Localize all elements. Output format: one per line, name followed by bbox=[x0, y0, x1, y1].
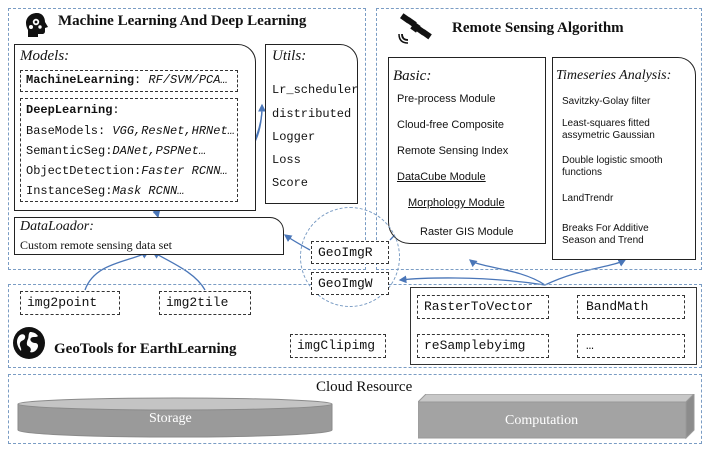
resamplebyimg-tool: reSamplebyimg bbox=[417, 334, 549, 358]
ml-section bbox=[8, 8, 366, 270]
dl-row-semanticseg: SemanticSeg:DANet,PSPNet… bbox=[26, 144, 206, 158]
timeseries-item: Breaks For Additive bbox=[562, 223, 649, 234]
timeseries-item: Least-squares fitted bbox=[562, 118, 650, 129]
utils-heading: Utils: bbox=[272, 48, 306, 65]
imgclipimg-label: imgClipimg bbox=[297, 338, 376, 353]
dataloader-desc: Custom remote sensing data set bbox=[20, 238, 172, 252]
deep-learning-colon: : bbox=[112, 103, 120, 117]
timeseries-heading: Timeseries Analysis: bbox=[556, 68, 671, 84]
timeseries-heading-colon: : bbox=[666, 68, 672, 83]
machine-learning-row: MachineLearning: RF/SVM/PCA… bbox=[26, 73, 228, 87]
dl-row-instanceseg: InstanceSeg:Mask RCNN… bbox=[26, 184, 184, 198]
dl-row-label: ObjectDetection: bbox=[26, 164, 142, 178]
timeseries-item: assymetric Gaussian bbox=[562, 130, 655, 141]
dl-row-basemodels: BaseModels: VGG,ResNet,HRNet… bbox=[26, 124, 235, 138]
utils-item: Lr_scheduler bbox=[272, 83, 359, 97]
timeseries-item: Season and Trend bbox=[562, 235, 644, 246]
cloud-title: Cloud Resource bbox=[316, 379, 413, 395]
dataloader-panel bbox=[14, 217, 284, 255]
basic-item: Pre-process Module bbox=[397, 93, 496, 105]
timeseries-item: Double logistic smooth bbox=[562, 155, 663, 166]
basic-panel bbox=[388, 57, 546, 244]
computation-block bbox=[418, 394, 695, 440]
timeseries-item: functions bbox=[562, 167, 603, 178]
imgclipimg-tool: imgClipimg bbox=[290, 334, 386, 358]
geoimgw-box: GeoImgW bbox=[311, 272, 389, 295]
more-tools-ellipsis: … bbox=[577, 334, 685, 358]
basic-heading: Basic: bbox=[393, 68, 431, 85]
deep-learning-box bbox=[20, 98, 238, 202]
storage-label: Storage bbox=[149, 411, 192, 426]
dl-row-objectdetection: ObjectDetection:Faster RCNN… bbox=[26, 164, 228, 178]
storage-cylinder bbox=[17, 397, 333, 438]
timeseries-heading-text: Timeseries Analysis bbox=[556, 68, 667, 83]
timeseries-panel bbox=[552, 57, 696, 260]
basic-heading-colon: : bbox=[426, 68, 432, 84]
bandmath-tool: BandMath bbox=[577, 295, 685, 319]
head-gears-icon bbox=[26, 13, 48, 37]
models-heading-text: Models bbox=[20, 48, 65, 64]
dataloader-heading-text: DataLoador bbox=[20, 219, 90, 234]
dl-row-label: SemanticSeg: bbox=[26, 144, 113, 158]
satellite-icon bbox=[398, 13, 432, 44]
utils-heading-colon: : bbox=[301, 48, 307, 64]
resamplebyimg-label: reSamplebyimg bbox=[424, 338, 526, 353]
models-heading-colon: : bbox=[64, 48, 70, 64]
dl-row-value: Faster RCNN… bbox=[141, 164, 228, 178]
ml-section-title: Machine Learning And Deep Learning bbox=[58, 13, 307, 29]
geoimgr-label: GeoImgR bbox=[318, 245, 373, 260]
dl-row-label: InstanceSeg: bbox=[26, 184, 113, 198]
models-heading: Models: bbox=[20, 48, 69, 65]
img2point-label: img2point bbox=[27, 295, 98, 310]
computation-label: Computation bbox=[505, 413, 579, 428]
dl-row-value: DANet,PSPNet… bbox=[112, 144, 207, 158]
dl-row-value: Mask RCNN… bbox=[112, 184, 185, 198]
utils-item: distributed bbox=[272, 107, 352, 121]
geoimgw-label: GeoImgW bbox=[318, 276, 373, 291]
timeseries-item: LandTrendr bbox=[562, 193, 614, 204]
bandmath-label: BandMath bbox=[586, 299, 649, 314]
dl-row-label: BaseModels: bbox=[26, 124, 106, 138]
img2point-tool: img2point bbox=[20, 291, 120, 315]
utils-item: Score bbox=[272, 176, 309, 190]
rs-section bbox=[376, 8, 702, 270]
deep-learning-label: DeepLearning bbox=[26, 103, 113, 117]
rastertovector-tool: RasterToVector bbox=[417, 295, 549, 319]
dataloader-heading: DataLoador: bbox=[20, 219, 94, 235]
basic-item: Remote Sensing Index bbox=[397, 145, 509, 157]
more-tools-label: … bbox=[586, 338, 594, 353]
machine-learning-box bbox=[20, 70, 238, 92]
machine-learning-value: RF/SVM/PCA… bbox=[148, 73, 228, 87]
dl-row-value: VGG,ResNet,HRNet… bbox=[112, 124, 235, 138]
basic-item: DataCube Module bbox=[397, 171, 486, 183]
geotools-title: GeoTools for EarthLearning bbox=[54, 341, 237, 357]
basic-item: Raster GIS Module bbox=[420, 226, 514, 238]
rs-section-title: Remote Sensing Algorithm bbox=[452, 20, 624, 36]
machine-learning-label: MachineLearning bbox=[26, 73, 135, 87]
img2tile-tool: img2tile bbox=[159, 291, 251, 315]
machine-learning-sep: : bbox=[134, 73, 142, 87]
timeseries-item: Savitzky-Golay filter bbox=[562, 96, 651, 107]
utils-panel bbox=[265, 44, 358, 204]
basic-heading-text: Basic bbox=[393, 68, 427, 84]
dataloader-heading-colon: : bbox=[89, 219, 94, 234]
deep-learning-heading: DeepLearning: bbox=[26, 103, 120, 117]
rastertovector-label: RasterToVector bbox=[424, 299, 534, 314]
basic-item: Morphology Module bbox=[408, 197, 505, 209]
globe-icon bbox=[13, 327, 45, 359]
geoio-circle bbox=[300, 207, 400, 307]
utils-item: Loss bbox=[272, 153, 301, 167]
img2tile-label: img2tile bbox=[166, 295, 229, 310]
utils-item: Logger bbox=[272, 130, 316, 144]
geoimgr-box: GeoImgR bbox=[311, 241, 389, 264]
arrow-tools-geoimg bbox=[398, 275, 546, 286]
cloud-section bbox=[8, 374, 702, 444]
utils-heading-text: Utils bbox=[272, 48, 302, 64]
basic-item: Cloud-free Composite bbox=[397, 119, 504, 131]
